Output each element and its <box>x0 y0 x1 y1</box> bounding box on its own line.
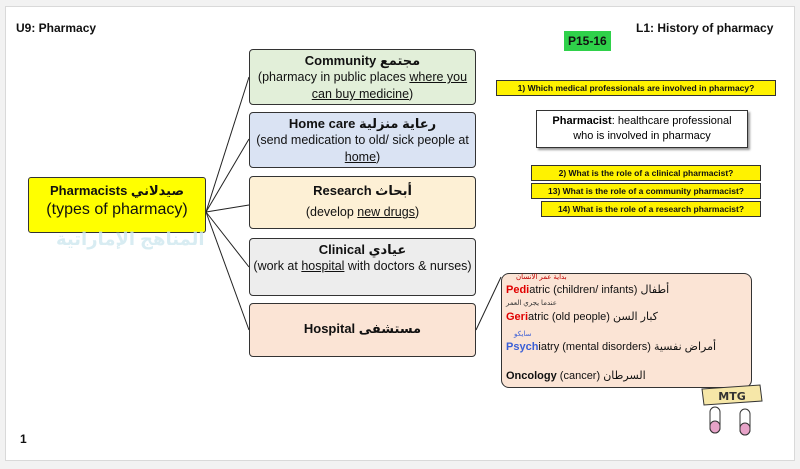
pharmacist-definition: Pharmacist: healthcare professional who … <box>536 110 748 148</box>
branch-homecare: Home care رعاية منزلية (send medication … <box>249 112 476 168</box>
mtg-logo-text: MTG <box>718 390 745 403</box>
type-geriatric: Geriatric (old people) كبار السن <box>506 311 658 323</box>
connector-lines <box>205 76 502 331</box>
central-node: Pharmacists صيدلاني (types of pharmacy) <box>28 177 206 233</box>
type-pediatric: Pediatric (children/ infants) أطفال <box>506 284 670 296</box>
connector-homecare <box>205 138 250 213</box>
type-psychiatry: Psychiatry (mental disorders) أمراض نفسي… <box>506 341 717 353</box>
mtg-logo: MTG <box>696 379 768 441</box>
branch-title: Community مجتمع <box>304 53 421 68</box>
central-title: Pharmacists صيدلاني <box>49 183 185 198</box>
lesson-title: L1: History of pharmacy <box>636 21 774 35</box>
branch-title: Research أبحاث <box>313 183 412 198</box>
note-psychiatry: سايكو <box>514 331 532 338</box>
hospital-types-box <box>501 273 752 388</box>
branch-community: Community مجتمع (pharmacy in public plac… <box>249 49 476 105</box>
branch-description: (pharmacy in public places where you can… <box>257 70 468 101</box>
branch-title: Home care رعاية منزلية <box>288 116 437 131</box>
page-number: 1 <box>20 432 27 446</box>
connector-hospital-types <box>475 276 502 331</box>
branch-description: (send medication to old/ sick people at … <box>256 133 469 164</box>
definition-term: Pharmacist <box>552 115 612 127</box>
branch-research: Research أبحاث (develop new drugs) <box>249 176 476 229</box>
watermark: المناهج الإماراتية <box>56 229 205 249</box>
branch-hospital: Hospital مستشفى <box>249 303 476 357</box>
connector-hospital <box>205 211 250 331</box>
hospital-types-list: بداية عمر الانسان Pediatric (children/ i… <box>506 273 751 388</box>
branch-description: (develop new drugs) <box>305 205 420 219</box>
definition-text: : healthcare professional who is involve… <box>573 115 732 142</box>
branch-clinical: Clinical عيادي (work at hospital with do… <box>249 238 476 296</box>
mtg-logo-graphic: MTG <box>701 384 763 436</box>
note-pediatric: بداية عمر الانسان <box>516 274 567 281</box>
slide: U9: Pharmacy L1: History of pharmacy P15… <box>5 6 795 461</box>
question-14: 14) What is the role of a research pharm… <box>541 201 761 217</box>
central-subtitle: (types of pharmacy) <box>46 201 188 218</box>
note-geriatric: عندما يجري العمر <box>506 300 557 307</box>
question-1: 1) Which medical professionals are invol… <box>496 80 776 96</box>
branch-title: Clinical عيادي <box>318 242 407 257</box>
unit-title: U9: Pharmacy <box>16 21 97 35</box>
connector-clinical <box>205 211 250 268</box>
branch-description: (work at hospital with doctors & nurses) <box>253 259 472 273</box>
branch-title: Hospital مستشفى <box>303 321 422 336</box>
page-tag: P15-16 <box>564 31 611 51</box>
connector-research <box>205 204 250 213</box>
question-13: 13) What is the role of a community phar… <box>531 183 761 199</box>
type-oncology: Oncology (cancer) السرطان <box>506 370 646 382</box>
connector-community <box>205 76 250 213</box>
question-2: 2) What is the role of a clinical pharma… <box>531 165 761 181</box>
